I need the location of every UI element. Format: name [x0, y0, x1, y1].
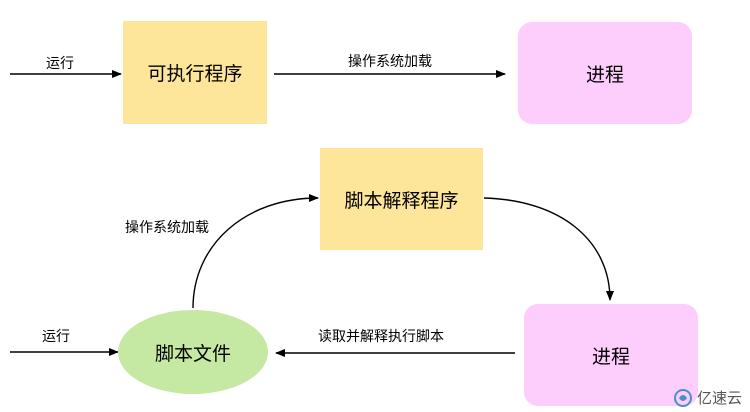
- read-interpret-label: 读取并解释执行脚本: [318, 329, 444, 345]
- os-load-label-top: 操作系统加载: [348, 54, 432, 70]
- script-file-ellipse: 脚本文件: [118, 310, 268, 394]
- run-label-bottom: 运行: [42, 329, 70, 345]
- executable-program-box: 可执行程序: [123, 21, 267, 124]
- yisu-logo-icon: [673, 388, 692, 407]
- run-label-top: 运行: [46, 56, 74, 72]
- os-load-label-bottom: 操作系统加载: [125, 220, 209, 236]
- watermark: 亿速云: [673, 387, 742, 408]
- process-box-bottom: 进程: [524, 304, 698, 406]
- process-box-top: 进程: [518, 22, 692, 124]
- arrow-interpreter-to-process: [483, 197, 614, 301]
- script-interpreter-box: 脚本解释程序: [320, 148, 483, 250]
- arrow-script-to-interpreter: [192, 194, 319, 309]
- watermark-text: 亿速云: [696, 389, 742, 407]
